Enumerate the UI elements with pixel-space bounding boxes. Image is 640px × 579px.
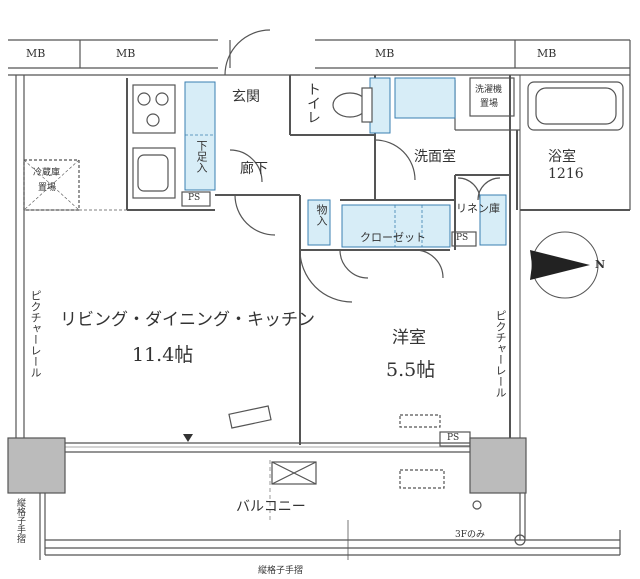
youshitsu-size-label: 5.5帖	[386, 359, 436, 381]
genkan-label: 玄関	[232, 89, 260, 105]
mb-label-2: MB	[116, 47, 136, 60]
yokushitsu-label: 浴室	[548, 149, 576, 165]
sentakuki-label: 洗濯機	[475, 85, 503, 95]
tategoshi-bottom-label: 縦格子手摺	[258, 566, 304, 576]
ps-label-2: PS	[456, 233, 469, 243]
reizouko-label: 冷蔵庫	[33, 168, 61, 178]
third-floor-label: 3Fのみ	[455, 530, 485, 540]
mb-label-4: MB	[537, 47, 557, 60]
closet-label: クローゼット	[360, 231, 426, 244]
rouka-label: 廊下	[240, 161, 268, 177]
toilet-label: トイレ	[305, 82, 321, 124]
ps-label-1: PS	[188, 193, 201, 203]
picture-rail-left-label: ピクチャーレール	[29, 290, 42, 378]
sentakuki-okiba-label: 置場	[480, 99, 499, 109]
ldk-size-label: 11.4帖	[132, 344, 194, 366]
tategoshi-left-label: 縦格子手摺	[15, 498, 25, 543]
senmenshitsu-label: 洗面室	[414, 149, 456, 165]
ldk-label: リビング・ダイニング・キッチン	[60, 310, 315, 330]
monoire-label: 物入	[315, 204, 328, 226]
north-label: N	[595, 258, 606, 271]
youshitsu-label: 洋室	[392, 328, 426, 348]
ps-label-3: PS	[447, 433, 460, 443]
picture-rail-right-label: ピクチャーレール	[494, 310, 507, 398]
mb-label-3: MB	[375, 47, 395, 60]
getabako-label: 下足入	[195, 140, 208, 173]
balcony-label: バルコニー	[236, 499, 306, 515]
mb-label-1: MB	[26, 47, 46, 60]
reizouko-okiba-label: 置場	[38, 183, 57, 193]
linen-label: リネン庫	[456, 202, 500, 215]
bath-size-label: 1216	[548, 166, 584, 182]
